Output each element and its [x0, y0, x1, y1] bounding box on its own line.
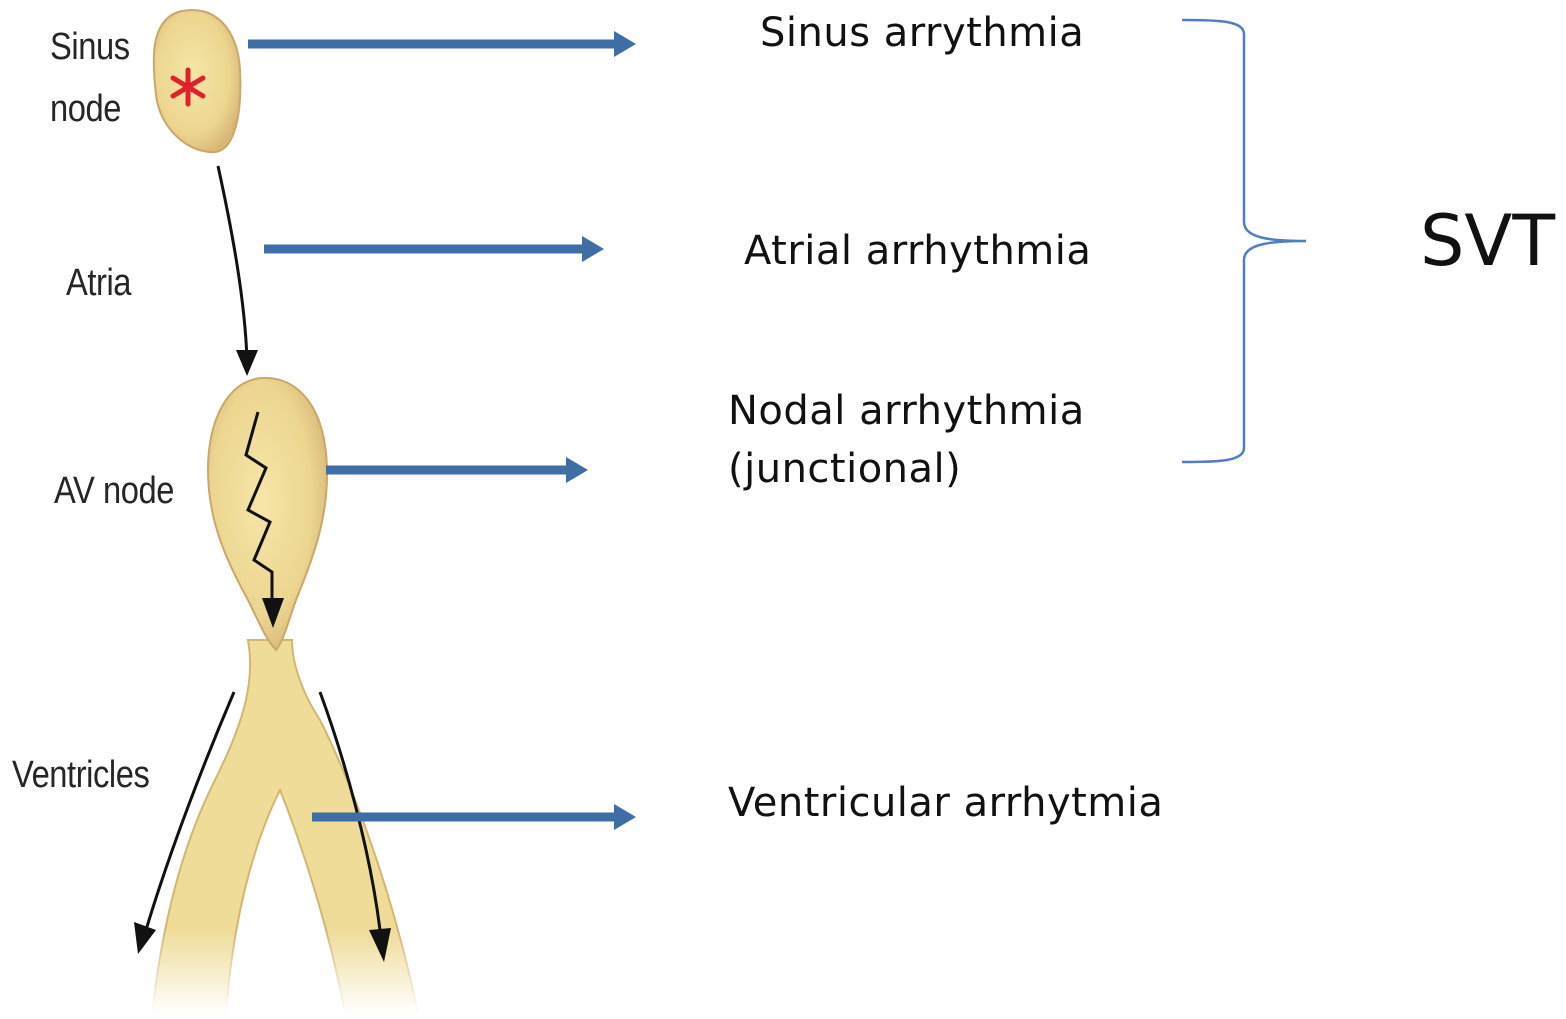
label-ventricular-arrhythmia: Ventricular arrhytmia — [728, 780, 1163, 826]
sinus-to-av-arrow — [218, 166, 247, 360]
blue-arrow-nodal — [326, 457, 588, 483]
ventricle-branches — [120, 640, 450, 1014]
label-atria: Atria — [66, 262, 131, 305]
label-svt: SVT — [1420, 200, 1555, 282]
sinus-to-av-arrowhead — [236, 350, 258, 376]
svt-brace — [1182, 20, 1306, 462]
label-sinus-arrhythmia: Sinus arrythmia — [760, 10, 1084, 56]
label-junctional: (junctional) — [728, 446, 961, 492]
blue-arrow-sinus — [248, 31, 636, 57]
label-atrial-arrhythmia: Atrial arrhythmia — [744, 228, 1091, 274]
label-av-node: AV node — [54, 470, 174, 513]
label-sinus: Sinus — [50, 26, 130, 69]
label-nodal-arrhythmia: Nodal arrhythmia — [728, 388, 1085, 434]
label-ventricles: Ventricles — [12, 754, 149, 797]
blue-arrow-atrial — [264, 236, 604, 262]
label-node: node — [50, 88, 121, 131]
